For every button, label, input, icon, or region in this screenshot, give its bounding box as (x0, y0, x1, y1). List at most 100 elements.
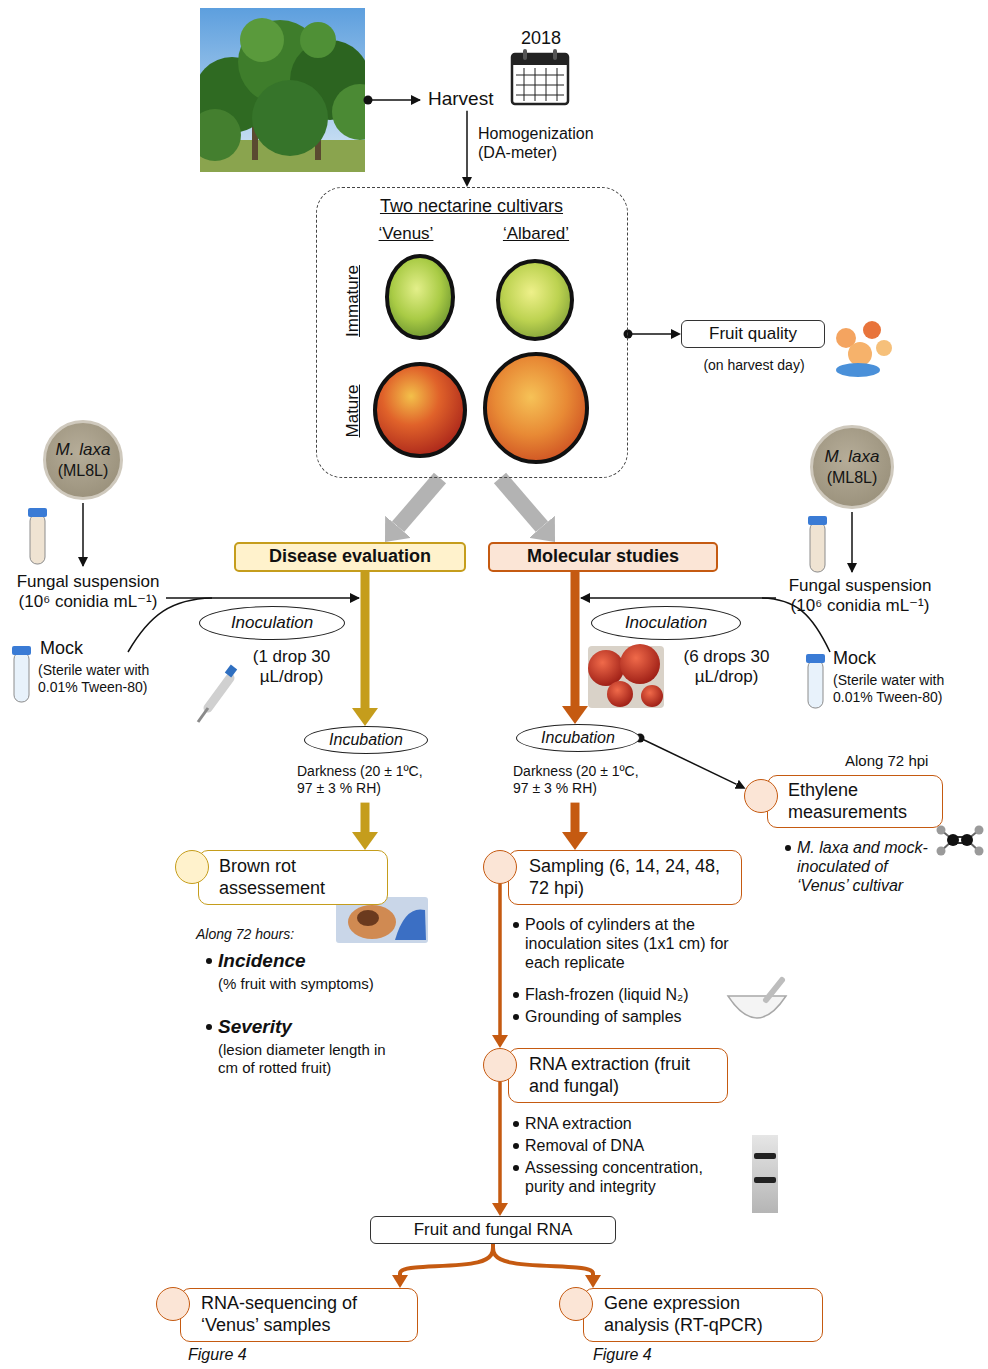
process-box: Sampling (6, 14, 24, 48, 72 hpi) (508, 850, 742, 905)
pipette-icon (225, 665, 237, 678)
step-marker-circle (744, 779, 778, 813)
branch-header: Molecular studies (488, 542, 718, 572)
calendar-icon (512, 54, 568, 65)
pipette-icon (198, 708, 208, 722)
step-ellipse: IncubationDarkness (20 ± 1ºC, 97 ± 3 % R… (304, 726, 428, 754)
bullet-dot (206, 1024, 212, 1030)
process-box: Gene expression analysis (RT-qPCR) (583, 1288, 823, 1342)
inoculated-fruit-photo (620, 644, 660, 684)
node-caption: (1 drop 30 µL/drop) (239, 647, 344, 688)
process-box: RNA-sequencing of ‘Venus’ samples (180, 1288, 418, 1342)
tube-icon (806, 654, 825, 663)
node-text: Two nectarine cultivars (317, 196, 626, 218)
node-text: Incubation (541, 728, 615, 747)
tube-icon (30, 514, 45, 564)
ethylene-molecule (975, 847, 984, 856)
node-text: RNA extraction (fruit and fungal) (529, 1054, 694, 1097)
nectarine-photos (387, 256, 453, 338)
pipette-icon (198, 665, 237, 722)
node-caption: Darkness (20 ± 1ºC, 97 ± 3 % RH) (297, 763, 437, 797)
nectarine-photos (498, 261, 572, 339)
bullet-item: Grounding of samples (525, 1007, 725, 1026)
bullet-item: Flash-frozen (liquid N₂) (525, 985, 725, 1004)
culture-circle: M. laxa(ML8L) (43, 420, 123, 500)
orchard-photo (252, 80, 328, 156)
bullet-dot (513, 992, 519, 998)
tube-icon (28, 508, 47, 517)
branch-header: Disease evaluation (234, 542, 466, 572)
junction-dot (624, 330, 633, 339)
process-box: Fruit quality(on harvest day) (681, 320, 825, 348)
note: Along 72 hours: (196, 926, 294, 943)
node-caption: (ML8L) (827, 468, 878, 487)
inoculum-label: Fungal suspension (10⁶ conidia mL⁻¹) (780, 576, 940, 617)
gel-image (754, 1177, 776, 1183)
step-label: Harvest (426, 88, 495, 111)
fruit-quality-illustration (876, 340, 892, 356)
cultivar-panel: Two nectarine cultivars‘Venus’‘Albared’I… (316, 187, 628, 478)
ethylene-molecule (947, 834, 959, 846)
inoculated-fruit-photo (607, 681, 633, 707)
bullet-dot (513, 1165, 519, 1171)
inoculated-fruit-photo (641, 685, 663, 707)
step-ellipse: Inoculation(1 drop 30 µL/drop) (199, 606, 345, 640)
bullet-dot (785, 845, 791, 851)
node-caption: (on harvest day) (672, 357, 836, 374)
bullet-dot (513, 1121, 519, 1127)
node-caption: Immature (343, 246, 363, 356)
node-text: Brown rot assessement (219, 856, 379, 899)
node-caption: (6 drops 30 µL/drop) (674, 647, 779, 688)
process-box: Fruit and fungal RNA (370, 1216, 616, 1244)
calendar-icon (523, 49, 527, 60)
node-text: Harvest (428, 88, 493, 111)
tube-icon (12, 646, 31, 655)
bullet-item: Pools of cylinders at the inoculation si… (525, 915, 740, 973)
process-box: Brown rot assessement (198, 850, 388, 905)
tube-icon (808, 660, 823, 708)
inoculum-label: Mock (833, 648, 876, 670)
connector (500, 478, 542, 527)
fruit-quality-illustration (836, 321, 892, 377)
node-text: M. laxa (825, 447, 880, 467)
bullet-item: RNA extraction (525, 1114, 740, 1133)
connector (571, 572, 580, 706)
ethylene-molecule (937, 826, 946, 835)
tube-icon (14, 652, 29, 702)
connector-label: Homogenization (DA-meter) (478, 124, 613, 162)
node-text: Incubation (329, 730, 403, 749)
figure-reference: Figure 4 (593, 1345, 652, 1364)
tube-icon (808, 516, 827, 525)
node-caption: (ML8L) (58, 461, 109, 480)
mortar-icon (728, 996, 786, 1018)
node-caption: Mature (343, 356, 363, 466)
ethylene-molecule (937, 847, 946, 856)
connector (361, 803, 370, 832)
step-marker-circle (483, 1048, 517, 1082)
note: Along 72 hpi (845, 752, 928, 770)
step-marker-circle (559, 1287, 593, 1321)
inoculum-note: (Sterile water with 0.01% Tween-80) (38, 662, 173, 696)
inoculated-fruit-photo (588, 644, 664, 708)
figure-reference: Figure 4 (188, 1345, 247, 1364)
harvest-arrow (372, 99, 420, 101)
mlaxa-arrows (851, 512, 853, 572)
step-ellipse: IncubationDarkness (20 ± 1ºC, 97 ± 3 % R… (516, 724, 640, 752)
step-marker-circle (175, 850, 209, 884)
connector (498, 884, 502, 1035)
bullet-heading: Severity (218, 1016, 292, 1039)
process-box: Ethylene measurements (767, 775, 943, 828)
fruit-quality-illustration (848, 342, 872, 366)
bullet-heading: Incidence (218, 950, 306, 973)
brown-rot-photo (348, 905, 396, 939)
brown-rot-photo (357, 910, 379, 926)
calendar-icon (512, 54, 568, 104)
pipette-icon (208, 678, 230, 708)
nectarine-photos (375, 364, 465, 456)
tube-icon (810, 522, 825, 572)
connector (628, 333, 671, 335)
calendar-icon (516, 68, 564, 101)
orchard-photo (240, 18, 284, 62)
gel-image (752, 1135, 778, 1213)
